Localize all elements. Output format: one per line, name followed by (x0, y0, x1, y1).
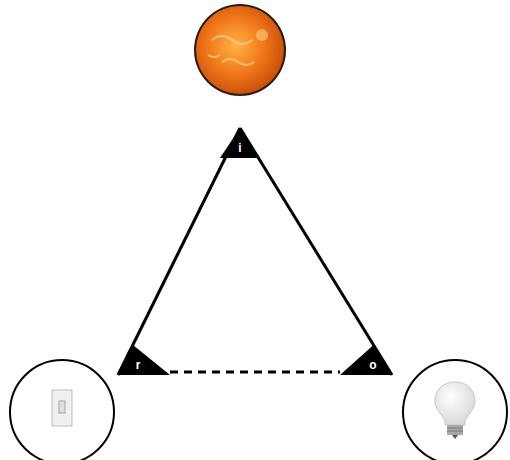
marker-shape (118, 345, 170, 375)
switch-image (10, 360, 114, 460)
vertex-letter: i (238, 141, 241, 158)
vertex-marker: r (118, 345, 170, 375)
vertex-letter: o (369, 358, 376, 375)
vertex-marker: o (340, 345, 392, 375)
vertex-marker: i (220, 128, 260, 158)
marker-shape (340, 345, 392, 375)
vertex-letter: r (136, 358, 141, 375)
sun-image (194, 4, 286, 96)
light-bulb-image (403, 360, 507, 460)
dashed-connector (170, 371, 340, 374)
connector-line (118, 128, 240, 375)
connector-line (240, 128, 392, 375)
